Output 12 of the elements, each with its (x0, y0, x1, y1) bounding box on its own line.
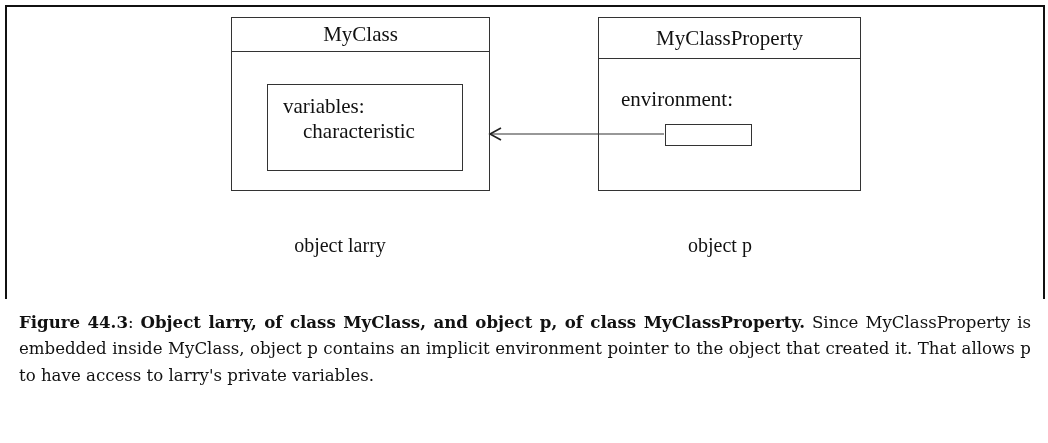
field-label: environment: (621, 87, 734, 112)
class-name: MyClass (323, 22, 398, 47)
class-name: MyClassProperty (656, 25, 803, 51)
variables-box (267, 84, 463, 171)
figure-caption: Figure 44.3: Object larry, of class MyClass, and object p, of class MyClassProperty. Since MyClassProperty is embedded inside MyClass, object p contains an implicit environment pointer to the object that created it. That allows p to have access to larry's private variables. (19, 311, 1031, 387)
variables-list: variables: characteristic (283, 94, 454, 144)
object-label: object p (688, 234, 752, 257)
class-box (231, 17, 490, 191)
arrow (489, 127, 665, 141)
box-shape (665, 124, 752, 146)
class-box (598, 17, 861, 191)
object-label: object larry (294, 234, 386, 257)
